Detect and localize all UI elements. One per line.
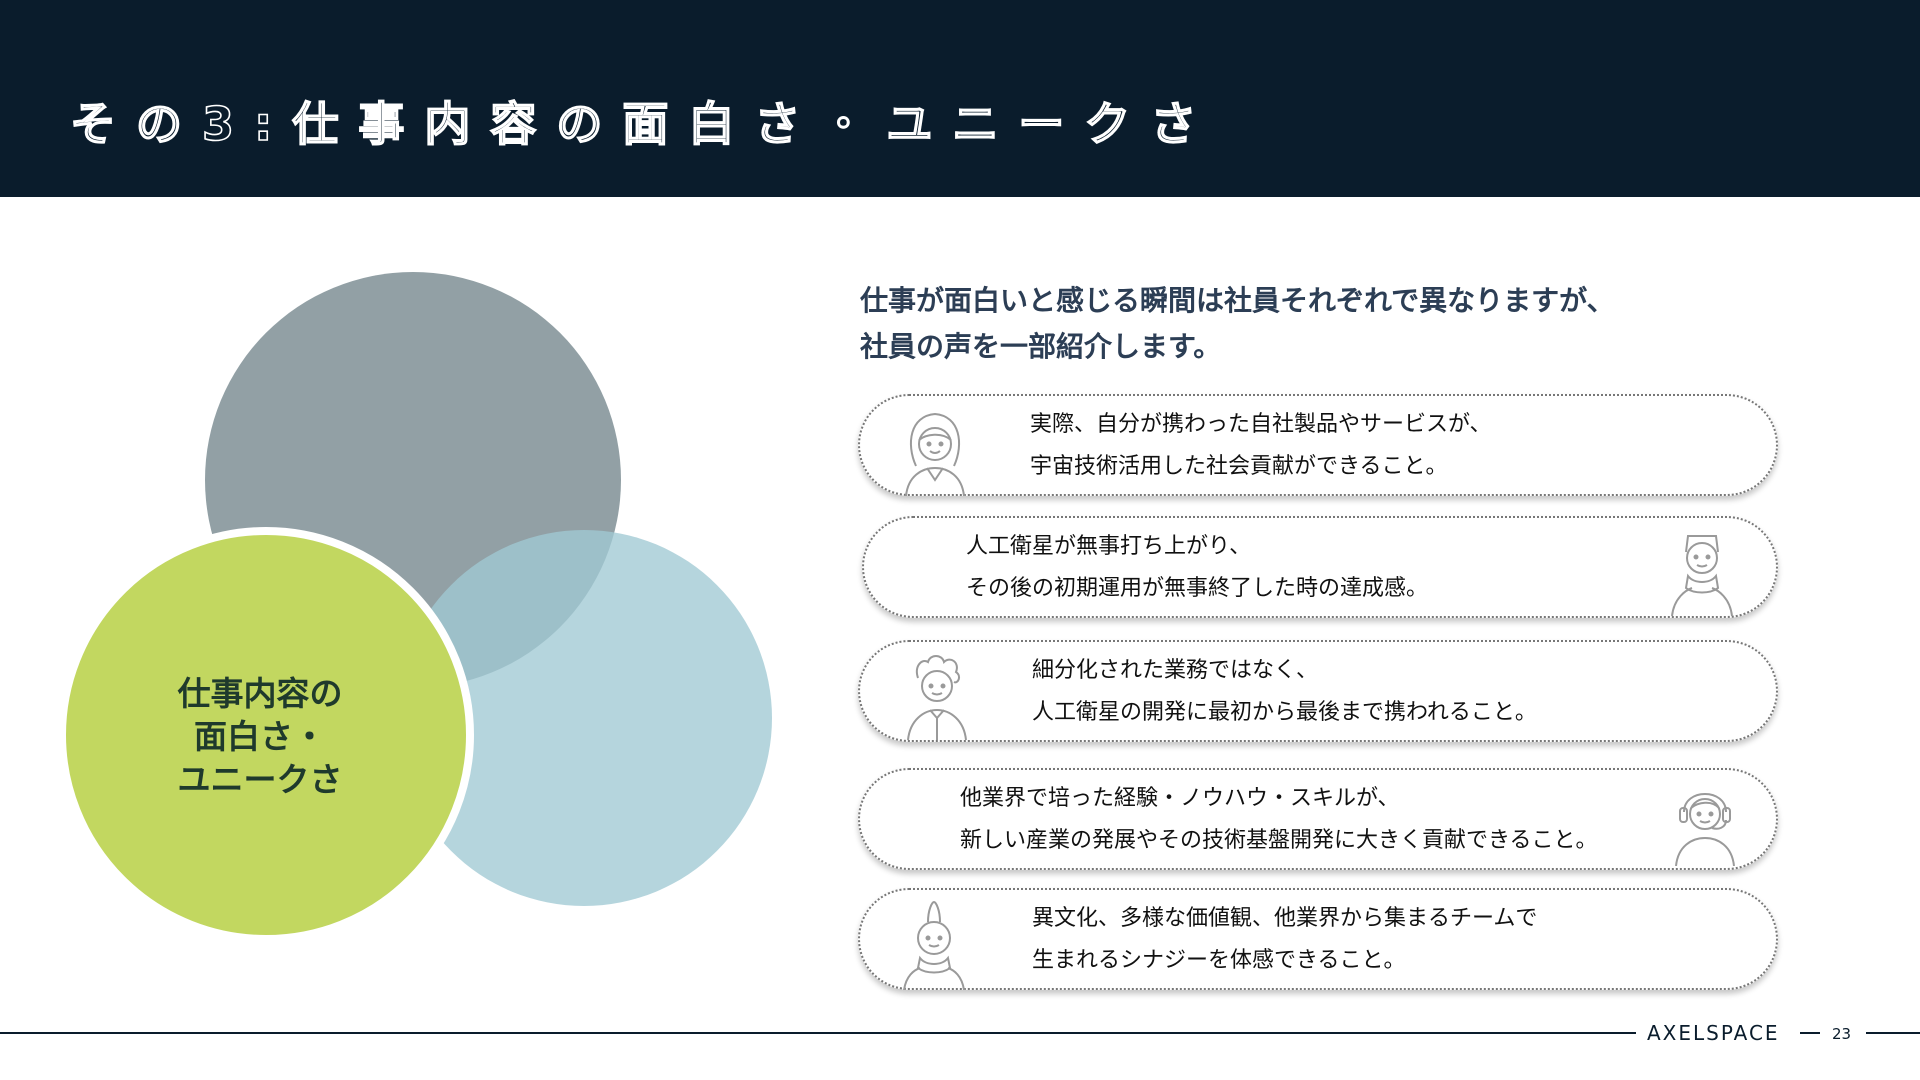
card-3-line-1: 細分化された業務ではなく、 (1032, 658, 1319, 683)
card-2-line-1: 人工衛星が無事打ち上がり、 (966, 534, 1252, 559)
voice-card-1: 実際、自分が携わった自社製品やサービスが、 宇宙技術活用した社会貢献ができること… (858, 394, 1778, 497)
venn-diagram: 仕事内容の 面白さ・ ユニークさ (0, 230, 800, 990)
card-2-line-2: その後の初期運用が無事終了した時の達成感。 (966, 576, 1429, 601)
footer-rule-right (1866, 1032, 1920, 1034)
man-curly-hair-icon (898, 648, 976, 741)
header-bar: その3:仕事内容の面白さ・ユニークさ (0, 0, 1920, 197)
voice-card-5: 異文化、多様な価値観、他業界から集まるチームで 生まれるシナジーを体感できること… (858, 888, 1778, 991)
card-1-line-2: 宇宙技術活用した社会貢献ができること。 (1030, 454, 1448, 479)
card-4-line-1: 他業界で培った経験・ノウハウ・スキルが、 (960, 786, 1400, 811)
card-4-line-2: 新しい産業の発展やその技術基盤開発に大きく貢献できること。 (960, 828, 1598, 853)
voice-card-3: 細分化された業務ではなく、 人工衛星の開発に最初から最後まで携われること。 (858, 640, 1778, 742)
woman-long-hair-icon (896, 404, 974, 497)
card-5-line-1: 異文化、多様な価値観、他業界から集まるチームで (1032, 906, 1538, 931)
venn-circle-green (58, 527, 474, 943)
voice-card-2: 人工衛星が無事打ち上がり、 その後の初期運用が無事終了した時の達成感。 (862, 516, 1778, 618)
card-3-line-2: 人工衛星の開発に最初から最後まで携われること。 (1032, 700, 1537, 725)
woman-headset-icon (1666, 774, 1744, 867)
intro-text: 仕事が面白いと感じる瞬間は社員それぞれで異なりますが、 社員の声を一部紹介します… (860, 278, 1720, 370)
card-5-line-2: 生まれるシナジーを体感できること。 (1032, 948, 1406, 973)
footer-rule-left (0, 1032, 1636, 1034)
intro-line-2: 社員の声を一部紹介します。 (860, 330, 1222, 363)
voice-card-4: 他業界で培った経験・ノウハウ・スキルが、 新しい産業の発展やその技術基盤開発に大… (858, 768, 1778, 870)
venn-center-label: 仕事内容の 面白さ・ ユニークさ (177, 674, 343, 799)
man-scarf-icon (1662, 524, 1740, 617)
axelspace-logo: AXELSPACE (1647, 1021, 1780, 1045)
card-1-line-1: 実際、自分が携わった自社製品やサービスが、 (1030, 412, 1492, 437)
intro-line-1: 仕事が面白いと感じる瞬間は社員それぞれで異なりますが、 (860, 284, 1615, 317)
man-mohawk-icon (894, 898, 972, 991)
footer-rule-mid (1800, 1032, 1820, 1034)
page-number: 23 (1832, 1025, 1852, 1043)
slide-title: その3:仕事内容の面白さ・ユニークさ (69, 96, 1217, 152)
